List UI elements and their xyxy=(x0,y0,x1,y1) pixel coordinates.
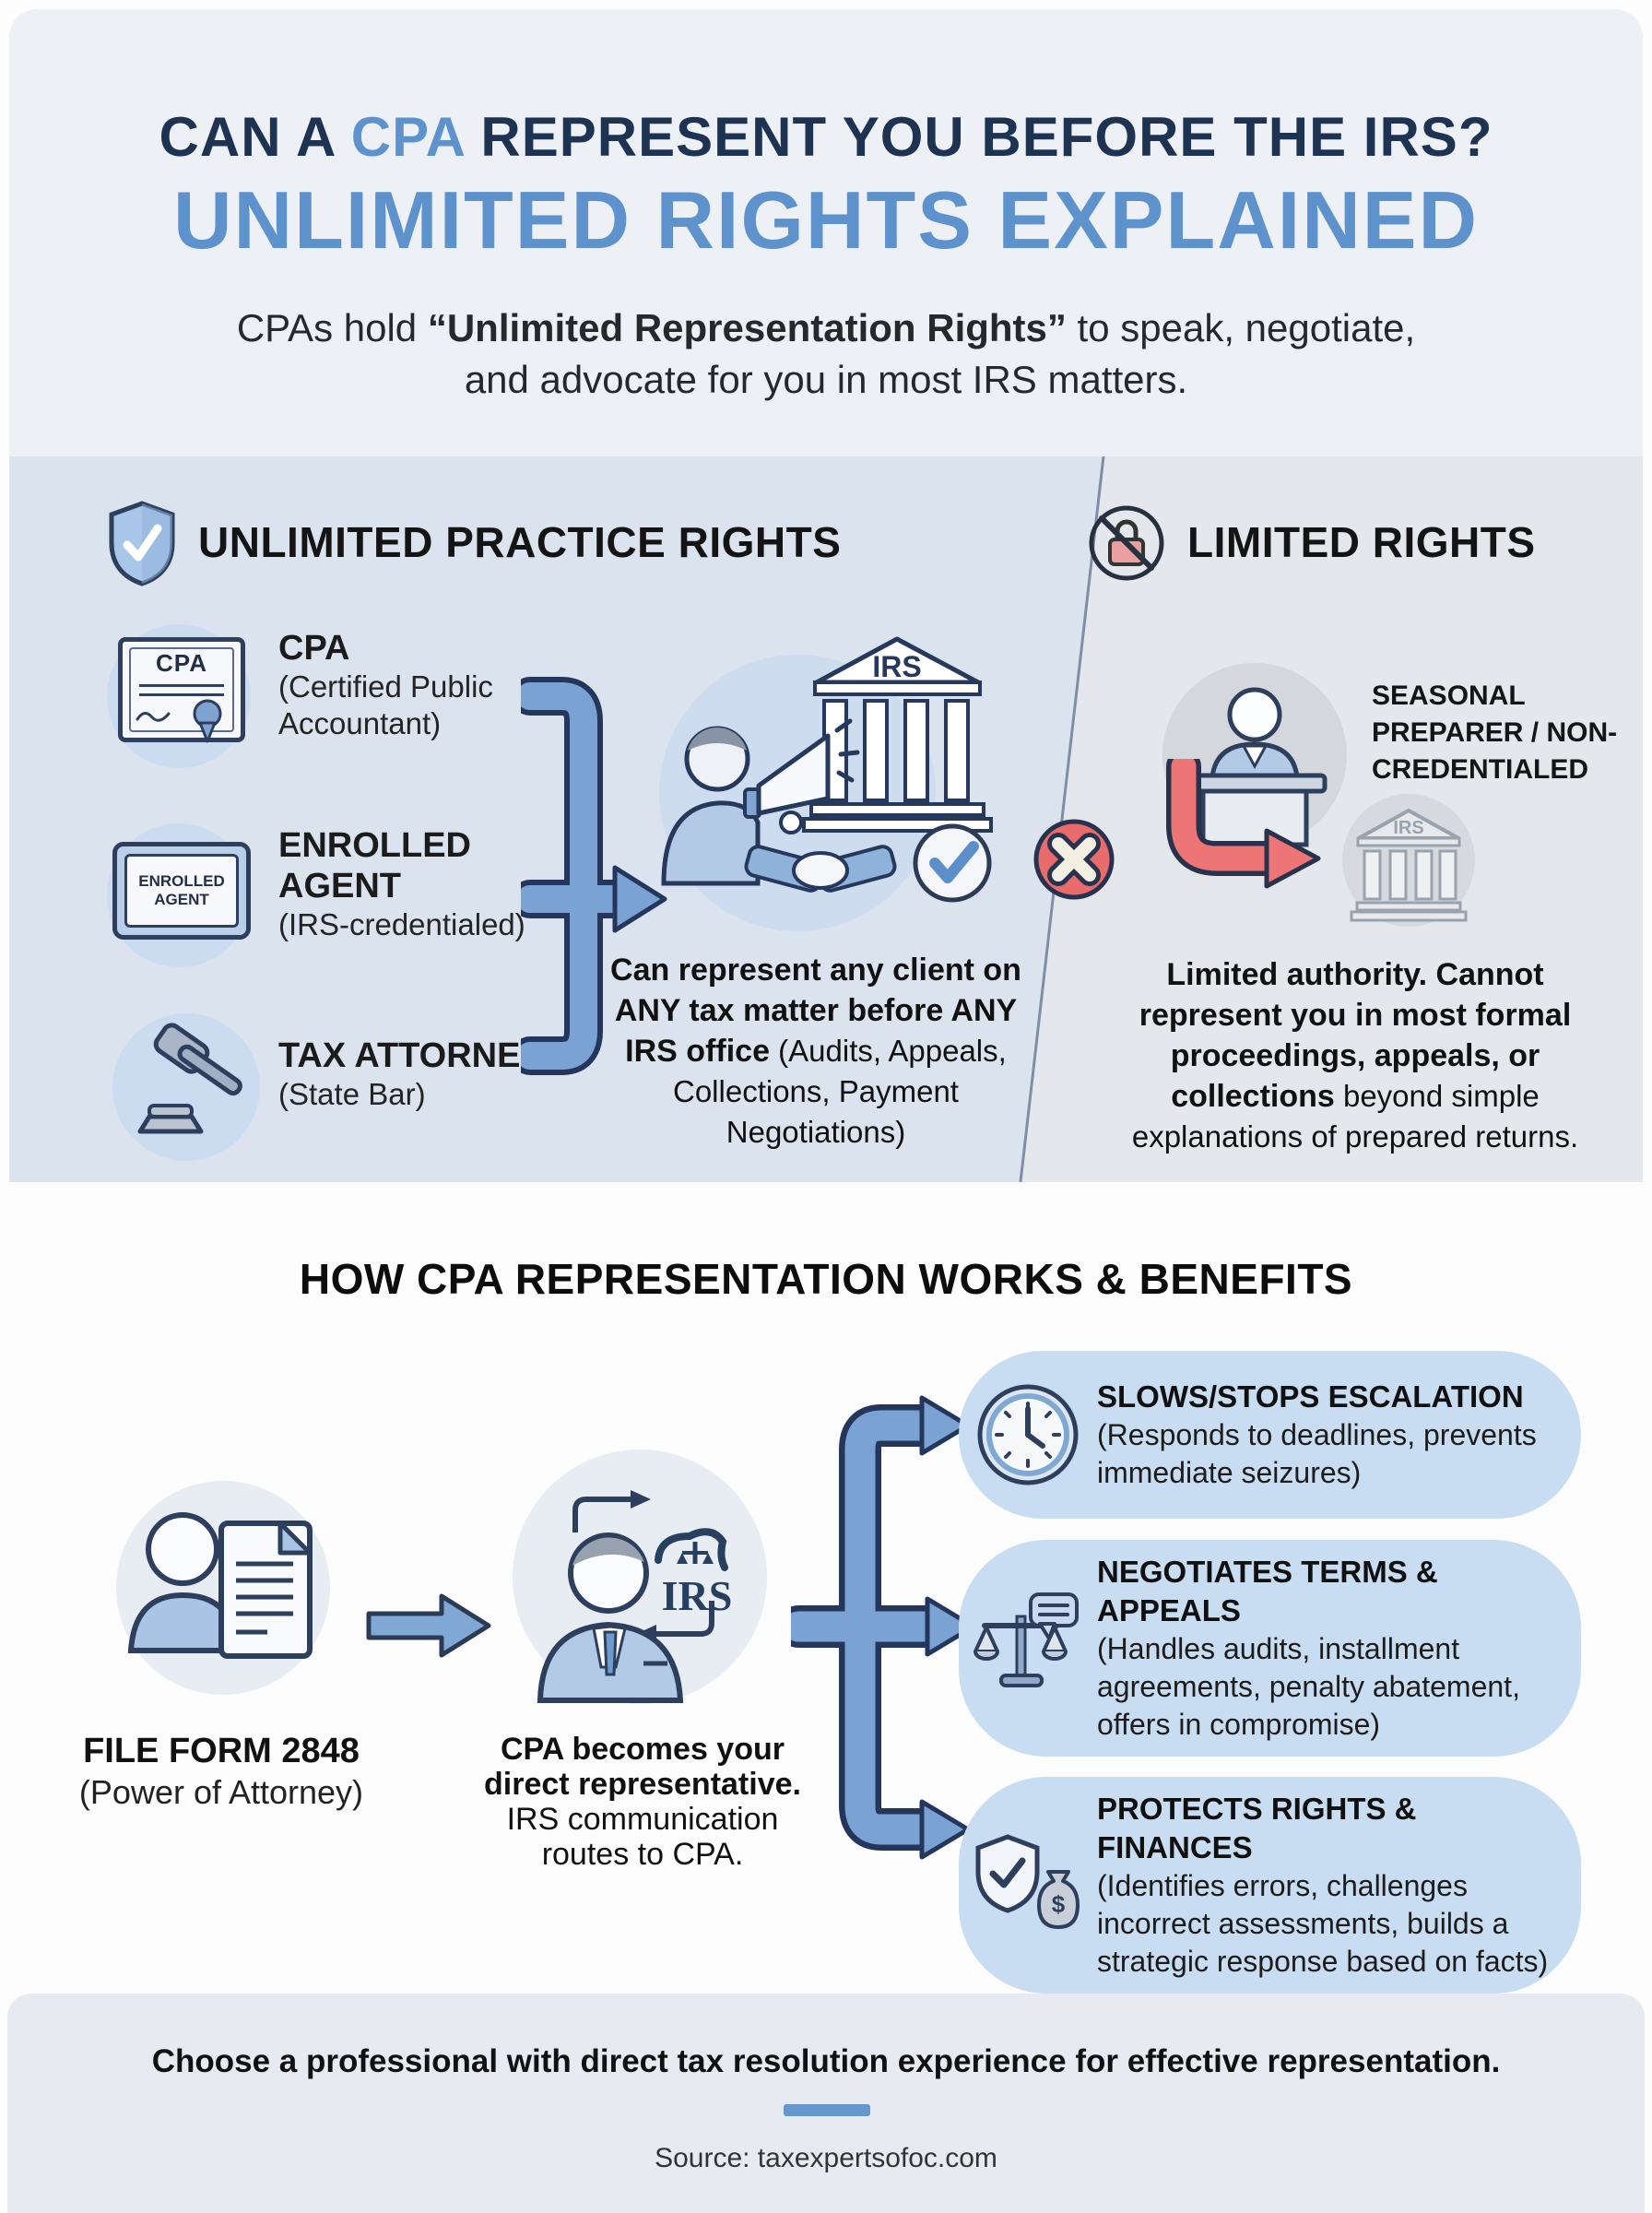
red-elbow-arrow-icon xyxy=(1166,759,1321,889)
unlimited-heading: UNLIMITED PRACTICE RIGHTS xyxy=(198,518,842,566)
how-heading: HOW CPA REPRESENTATION WORKS & BENEFITS xyxy=(299,1255,1353,1303)
step1-label: FILE FORM 2848 (Power of Attorney) xyxy=(37,1730,406,1813)
no-lock-icon xyxy=(1089,505,1164,581)
enrolled-badge-icon: ENROLLED AGENT xyxy=(101,818,256,967)
grey-irs-label: IRS xyxy=(1393,818,1423,838)
benefit-pill-negotiation: NEGOTIATES TERMS & APPEALS (Handles audi… xyxy=(959,1540,1581,1757)
diagonal-divider xyxy=(1019,456,1105,1182)
cpa-suit-irs-icon: IRS xyxy=(513,1450,767,1704)
step2-caption-bold: CPA becomes your direct representative. xyxy=(484,1732,801,1802)
spokesperson-irs-icon: IRS xyxy=(659,636,993,931)
how-section: HOW CPA REPRESENTATION WORKS & BENEFITS … xyxy=(0,1182,1652,1994)
certificate-cpa-text: CPA xyxy=(156,649,207,677)
title-highlight-cpa: CPA xyxy=(350,106,465,168)
benefit-desc: (Identifies errors, challenges incorrect… xyxy=(1097,1869,1549,1978)
intro-text: CPAs hold “Unlimited Representation Righ… xyxy=(227,302,1425,406)
clock-icon xyxy=(977,1384,1079,1485)
header-section: CAN A CPA REPRESENT YOU BEFORE THE IRS? … xyxy=(9,9,1643,456)
title-pre: CAN A xyxy=(159,106,351,168)
credential-sub: (State Bar) xyxy=(278,1077,426,1111)
footer-section: Choose a professional with direct tax re… xyxy=(7,1994,1645,2213)
credential-item-tax-attorney: TAX ATTORNEY (State Bar) xyxy=(278,1035,555,1113)
benefit-title: SLOWS/STOPS ESCALATION xyxy=(1097,1379,1524,1414)
page-title: CAN A CPA REPRESENT YOU BEFORE THE IRS? xyxy=(9,105,1643,169)
step1-title: FILE FORM 2848 xyxy=(83,1732,360,1770)
limited-caption-bold: Limited authority. Cannot represent you … xyxy=(1139,957,1572,1114)
footer-source: Source: taxexpertsofoc.com xyxy=(655,2143,997,2173)
x-mark-icon xyxy=(1033,819,1115,900)
credential-sub: (Certified Public Accountant) xyxy=(278,669,493,740)
merge-arrow-icon xyxy=(521,677,667,1075)
certificate-icon: CPA xyxy=(101,621,256,768)
limited-caption-regular: beyond simple explanations of prepared r… xyxy=(1131,1079,1579,1154)
desk-preparer-icon xyxy=(1157,657,1352,853)
benefit-pill-escalation: SLOWS/STOPS ESCALATION (Responds to dead… xyxy=(959,1351,1581,1519)
comparison-section: UNLIMITED PRACTICE RIGHTS CPA CPA (Certi… xyxy=(9,456,1643,1182)
preparer-label: SEASONAL PREPARER / NON-CREDENTIALED xyxy=(1372,680,1618,785)
page-subtitle-headline: UNLIMITED RIGHTS EXPLAINED xyxy=(172,174,1480,266)
benefit-desc: (Handles audits, installment agreements,… xyxy=(1097,1632,1520,1741)
irs-building-label: IRS xyxy=(872,650,921,683)
intro-bold: “Unlimited Representation Rights” xyxy=(427,306,1067,349)
grey-irs-icon: IRS xyxy=(1342,794,1475,927)
shield-moneybag-icon: $ xyxy=(975,1833,1080,1929)
step2-irs-label: IRS xyxy=(662,1572,733,1619)
branch-arrows-icon xyxy=(791,1395,976,1860)
credential-item-cpa: CPA (Certified Public Accountant) xyxy=(278,628,555,742)
limited-caption: Limited authority. Cannot represent you … xyxy=(1129,954,1581,1157)
unlimited-caption: Can represent any client on ANY tax matt… xyxy=(604,950,1028,1153)
shield-check-icon xyxy=(109,501,175,586)
benefit-title: NEGOTIATES TERMS & APPEALS xyxy=(1097,1555,1438,1627)
certificate-seal xyxy=(136,699,222,743)
comparison-background xyxy=(9,456,1643,1182)
gavel-icon xyxy=(109,1010,264,1165)
credential-sub: (IRS-credentialed) xyxy=(278,907,525,941)
step2-caption-regular: IRS communication routes to CPA. xyxy=(506,1802,779,1872)
footer-message: Choose a professional with direct tax re… xyxy=(151,2043,1501,2079)
desk-preparer-drawing xyxy=(1162,663,1347,847)
credential-label: ENROLLED AGENT xyxy=(278,826,471,905)
title-post: REPRESENT YOU BEFORE THE IRS? xyxy=(464,106,1493,168)
intro-post: to speak, negotiate, and advocate for yo… xyxy=(464,306,1416,401)
right-arrow-icon xyxy=(366,1593,491,1658)
step1-sub: (Power of Attorney) xyxy=(78,1773,364,1811)
scales-chat-icon xyxy=(974,1592,1079,1687)
step2-caption: CPA becomes your direct representative. … xyxy=(463,1732,822,1872)
unlimited-caption-bold: Can represent any client on ANY tax matt… xyxy=(610,953,1021,1069)
limited-heading: LIMITED RIGHTS xyxy=(1187,518,1536,566)
credential-label: TAX ATTORNEY xyxy=(278,1036,544,1075)
enrolled-badge-text: ENROLLED AGENT xyxy=(124,854,239,928)
benefit-desc: (Responds to deadlines, prevents immedia… xyxy=(1097,1418,1537,1489)
footer-accent-bar xyxy=(784,2104,870,2116)
unlimited-caption-regular: (Audits, Appeals, Collections, Payment N… xyxy=(673,1034,1007,1149)
svg-text:$: $ xyxy=(1052,1890,1066,1918)
credential-item-enrolled-agent: ENROLLED AGENT (IRS-credentialed) xyxy=(278,825,546,943)
gavel-drawing xyxy=(137,1023,242,1134)
person-document-icon xyxy=(116,1481,330,1695)
benefit-title: PROTECTS RIGHTS & FINANCES xyxy=(1097,1792,1417,1864)
intro-pre: CPAs hold xyxy=(236,306,428,349)
benefit-pill-protection: $ PROTECTS RIGHTS & FINANCES (Identifies… xyxy=(959,1777,1581,1994)
credential-label: CPA xyxy=(278,629,350,668)
